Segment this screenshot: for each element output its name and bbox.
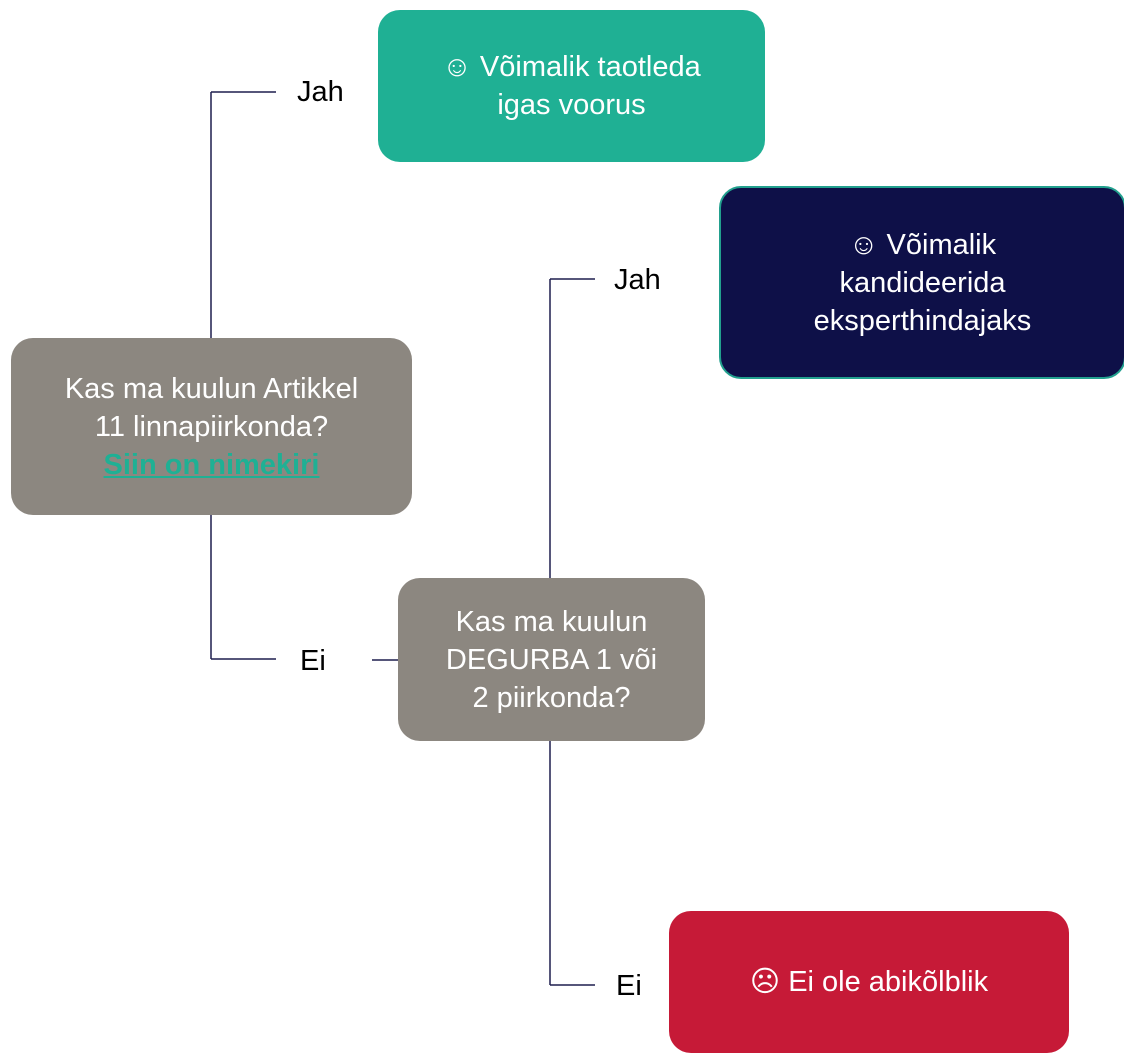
question-degurba-line3: 2 piirkonda? xyxy=(472,681,631,714)
question-article11-line2: 11 linnapiirkonda? xyxy=(94,410,329,443)
question-article11-line1: Kas ma kuulun Artikkel xyxy=(64,372,359,405)
outcome-apply-node: ☺ Võimalik taotleda igas voorus xyxy=(378,10,765,162)
branch-label-q1-no: Ei xyxy=(300,645,326,677)
question-degurba-line1: Kas ma kuulun xyxy=(455,605,648,638)
branch-label-q2-no: Ei xyxy=(616,970,642,1002)
outcome-expert-node: ☺ Võimalik kandideerida eksperthindajaks xyxy=(719,186,1124,379)
outcome-apply-line1: ☺ Võimalik taotleda xyxy=(442,51,701,83)
branch-label-q1-yes: Jah xyxy=(297,76,344,108)
outcome-ineligible-node: ☹ Ei ole abikõlblik xyxy=(669,911,1069,1053)
outcome-expert-line2: kandideerida xyxy=(839,266,1006,299)
question-degurba-node: Kas ma kuulun DEGURBA 1 või 2 piirkonda? xyxy=(398,578,705,741)
outcome-ineligible-line1: ☹ Ei ole abikõlblik xyxy=(749,966,989,998)
list-link[interactable]: Siin on nimekiri xyxy=(103,448,320,481)
outcome-expert-line1: ☺ Võimalik xyxy=(848,228,997,261)
question-article11-node: Kas ma kuulun Artikkel 11 linnapiirkonda… xyxy=(11,338,412,515)
branch-label-q2-yes: Jah xyxy=(614,264,661,296)
outcome-expert-line3: eksperthindajaks xyxy=(813,304,1032,337)
question-degurba-line2: DEGURBA 1 või xyxy=(445,643,658,676)
outcome-apply-line2: igas voorus xyxy=(497,89,646,121)
